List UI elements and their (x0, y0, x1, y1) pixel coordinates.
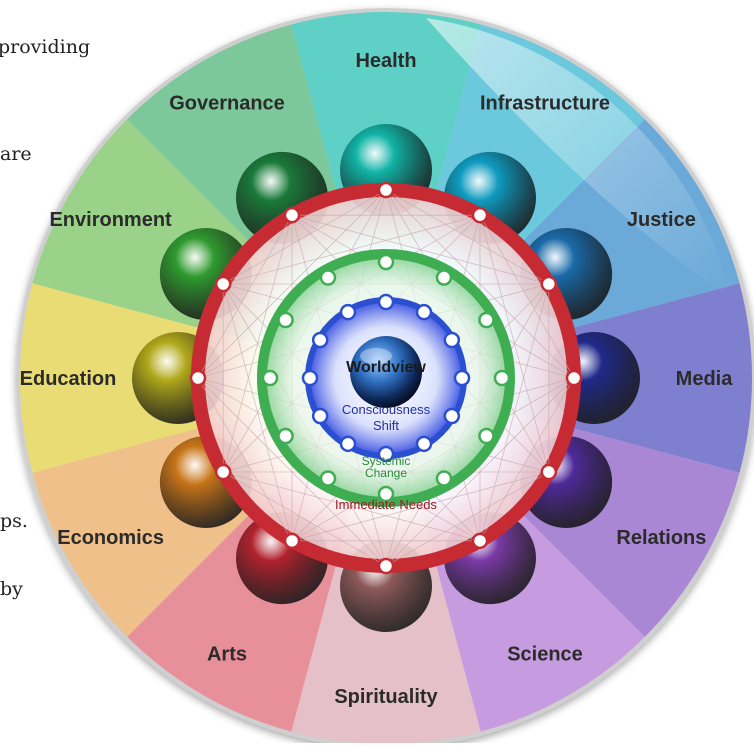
red-node (377, 181, 395, 199)
blue-node (453, 369, 471, 387)
red-node (540, 463, 558, 481)
red-node (283, 206, 301, 224)
green-node (277, 427, 294, 445)
blue-node (443, 331, 461, 349)
web-line (479, 214, 575, 379)
segment-label: Environment (49, 209, 172, 231)
systemic-label: Systemic (362, 454, 411, 468)
red-node (471, 206, 489, 224)
blue-node (443, 407, 461, 425)
worldview-label: Worldview (346, 359, 426, 376)
side-text-by: by (0, 578, 23, 600)
blue-node (415, 303, 433, 321)
green-node (435, 269, 453, 286)
side-text-providing: providing (0, 36, 91, 58)
web-line (222, 189, 387, 285)
immediate-needs-label: Immediate Needs (335, 497, 437, 512)
web-line (385, 471, 550, 567)
blue-node (311, 331, 329, 349)
segment-label: Health (355, 50, 416, 72)
side-text-ps: ps. (0, 510, 28, 532)
blue-node (377, 445, 395, 463)
red-node (189, 369, 207, 387)
green-node (377, 253, 395, 271)
red-node (471, 532, 489, 550)
segment-label: Spirituality (334, 686, 438, 708)
wheel-gloss (426, 18, 731, 298)
segment-label: Education (20, 368, 117, 390)
green-node (478, 427, 495, 445)
change-label: Change (365, 466, 407, 480)
segment-label: Justice (627, 209, 696, 231)
web-line (222, 471, 387, 567)
segment-label: Relations (616, 527, 706, 549)
blue-node (311, 407, 329, 425)
red-node (377, 557, 395, 575)
segment-label: Media (676, 368, 734, 390)
red-node (214, 463, 232, 481)
earth-globe (350, 336, 422, 408)
blue-node (415, 435, 433, 453)
segment-label: Arts (207, 643, 247, 665)
green-node (319, 269, 337, 286)
web-line (479, 377, 575, 542)
segment-label: Governance (169, 93, 285, 115)
web-line (197, 377, 293, 542)
side-text-are: are (0, 143, 32, 165)
blue-node (301, 369, 319, 387)
green-node (377, 485, 395, 503)
web-line (197, 214, 293, 379)
web-line (385, 189, 550, 285)
green-node (319, 470, 337, 487)
green-node (435, 470, 453, 487)
green-node (478, 311, 495, 329)
segment-label: Science (507, 643, 583, 665)
red-node (283, 532, 301, 550)
consciousness-label: Consciousness (342, 402, 431, 417)
earth-highlight (360, 348, 392, 364)
red-node (540, 275, 558, 293)
red-node (565, 369, 583, 387)
shift-label: Shift (373, 418, 399, 433)
green-node (277, 311, 294, 329)
green-node (493, 369, 511, 387)
green-node (261, 369, 279, 387)
blue-node (339, 303, 357, 321)
blue-node (377, 293, 395, 311)
segment-label: Economics (57, 527, 164, 549)
red-node (214, 275, 232, 293)
blue-node (339, 435, 357, 453)
segment-label: Infrastructure (480, 93, 610, 115)
